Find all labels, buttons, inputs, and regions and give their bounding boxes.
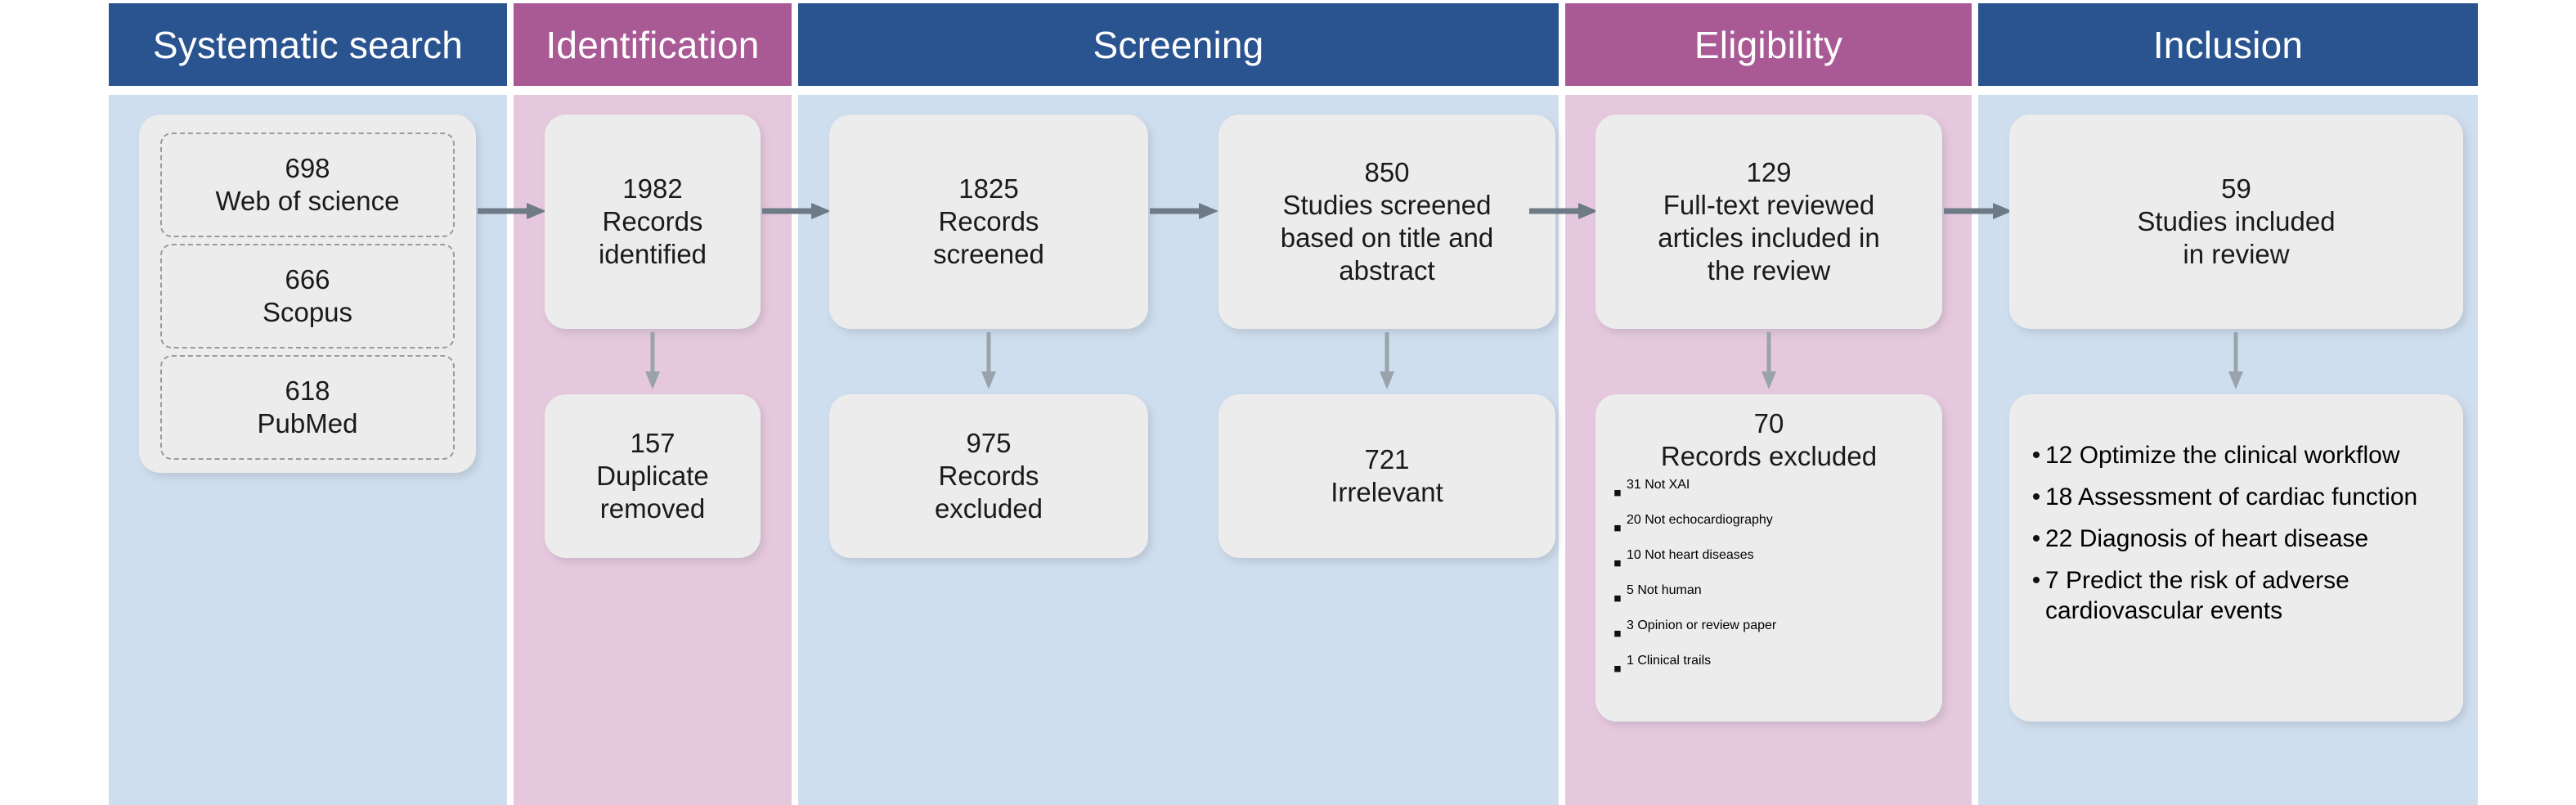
duplicate-removed-card: 157 Duplicate removed [545, 394, 761, 558]
list-item-label: 3 Opinion or review paper [1627, 618, 1777, 632]
bullet-icon: • [2031, 567, 2041, 594]
column-header-label: Screening [1093, 23, 1264, 66]
arrow-full-text-to-records-excluded [1758, 332, 1779, 389]
bullet-icon: ▪ [1613, 655, 1622, 682]
inclusion-categories-card: • 12 Optimize the clinical workflow • 18… [2009, 394, 2463, 722]
duplicate-removed-count: 157 [630, 428, 675, 458]
irrelevant-count: 721 [1364, 444, 1410, 474]
bullet-icon: • [2031, 442, 2041, 469]
source-name: Scopus [262, 297, 353, 327]
list-item-label: 18 Assessment of cardiac function [2045, 483, 2418, 510]
studies-screened-card: 850 Studies screened based on title and … [1218, 115, 1555, 329]
bullet-icon: ▪ [1613, 479, 1622, 506]
arrow-identification-to-screening [762, 200, 831, 222]
source-box-pubmed: 618 PubMed [160, 355, 455, 460]
column-header-label: Eligibility [1694, 23, 1843, 66]
arrow-included-to-categories [2225, 332, 2246, 389]
duplicate-removed-line2: removed [599, 493, 706, 524]
list-item-label: 5 Not human [1627, 583, 1702, 597]
arrow-studies-screened-to-irrelevant [1376, 332, 1398, 389]
list-item-label: 31 Not XAI [1627, 478, 1690, 492]
list-item: • 12 Optimize the clinical workflow [2027, 440, 2445, 470]
list-item-label: 12 Optimize the clinical workflow [2045, 442, 2400, 469]
source-box-scopus: 666 Scopus [160, 244, 455, 349]
duplicate-removed-line1: Duplicate [596, 461, 709, 491]
list-item-label: 20 Not echocardiography [1627, 513, 1773, 527]
bullet-icon: ▪ [1613, 515, 1622, 542]
eligibility-excluded-card: 70 Records excluded ▪ 31 Not XAI ▪ 20 No… [1595, 394, 1942, 722]
column-header-label: Inclusion [2152, 23, 2304, 66]
records-screened-count: 1825 [958, 173, 1019, 204]
records-screened-line1: Records [938, 206, 1039, 236]
irrelevant-line1: Irrelevant [1331, 477, 1443, 507]
column-header-screening: Screening [798, 3, 1559, 86]
records-identified-line2: identified [598, 239, 707, 269]
irrelevant-card: 721 Irrelevant [1218, 394, 1555, 558]
list-item-label: 1 Clinical trails [1627, 654, 1712, 668]
eligibility-excluded-list: 70 Records excluded ▪ 31 Not XAI ▪ 20 No… [1595, 407, 1942, 684]
studies-screened-line1: Studies screened [1282, 190, 1492, 220]
records-identified-count: 1982 [622, 173, 683, 204]
source-count: 666 [285, 264, 330, 295]
full-text-count: 129 [1746, 157, 1792, 187]
studies-screened-line3: abstract [1339, 255, 1435, 286]
full-text-line3: the review [1707, 255, 1831, 286]
eligibility-excluded-count: 70 [1753, 408, 1784, 438]
records-identified-line1: Records [602, 206, 703, 236]
records-screened-card: 1825 Records screened [829, 115, 1148, 329]
source-box-web-of-science: 698 Web of science [160, 133, 455, 237]
full-text-line2: articles included in [1658, 223, 1880, 253]
studies-included-line2: in review [2183, 239, 2290, 269]
records-excluded-line2: excluded [934, 493, 1043, 524]
inclusion-categories-list: • 12 Optimize the clinical workflow • 18… [2009, 429, 2463, 626]
bullet-icon: • [2031, 525, 2041, 552]
column-header-identification: Identification [514, 3, 792, 86]
arrow-search-to-identification [478, 200, 546, 222]
list-item-label: 10 Not heart diseases [1627, 548, 1754, 562]
studies-included-card: 59 Studies included in review [2009, 115, 2463, 329]
full-text-line1: Full-text reviewed [1663, 190, 1875, 220]
source-count: 618 [285, 376, 330, 406]
column-header-systematic-search: Systematic search [109, 3, 507, 86]
sources-card: 698 Web of science 666 Scopus 618 PubMed [139, 115, 476, 473]
records-excluded-count: 975 [966, 428, 1012, 458]
arrow-identified-to-duplicate [642, 332, 663, 389]
arrow-screened-to-excluded [978, 332, 999, 389]
arrow-eligibility-to-inclusion [1944, 200, 2013, 222]
list-item: ▪ 20 Not echocardiography [1609, 513, 1929, 543]
bullet-icon: ▪ [1613, 585, 1622, 612]
records-identified-card: 1982 Records identified [545, 115, 761, 329]
bullet-icon: ▪ [1613, 620, 1622, 647]
list-item: • 18 Assessment of cardiac function [2027, 482, 2445, 512]
studies-included-count: 59 [2221, 173, 2251, 204]
column-header-label: Identification [545, 23, 760, 66]
records-excluded-card: 975 Records excluded [829, 394, 1148, 558]
column-header-inclusion: Inclusion [1978, 3, 2478, 86]
records-excluded-line1: Records [938, 461, 1039, 491]
column-header-eligibility: Eligibility [1565, 3, 1972, 86]
list-item: • 22 Diagnosis of heart disease [2027, 524, 2445, 554]
source-name: PubMed [257, 408, 358, 438]
list-item-label: 7 Predict the risk of adverse cardiovasc… [2045, 567, 2349, 624]
list-item: ▪ 31 Not XAI [1609, 478, 1929, 508]
list-item: • 7 Predict the risk of adverse cardiova… [2027, 565, 2445, 626]
source-count: 698 [285, 153, 330, 183]
full-text-reviewed-card: 129 Full-text reviewed articles included… [1595, 115, 1942, 329]
bullet-icon: ▪ [1613, 550, 1622, 577]
studies-screened-count: 850 [1364, 157, 1410, 187]
records-screened-line2: screened [933, 239, 1044, 269]
list-item: ▪ 1 Clinical trails [1609, 654, 1929, 684]
bullet-icon: • [2031, 483, 2041, 510]
list-item: ▪ 3 Opinion or review paper [1609, 618, 1929, 649]
eligibility-excluded-subtitle: Records excluded [1660, 441, 1878, 471]
source-name: Web of science [215, 186, 400, 216]
list-item: ▪ 5 Not human [1609, 583, 1929, 614]
arrow-screened-to-studies-screened [1150, 200, 1218, 222]
column-header-label: Systematic search [152, 23, 464, 66]
studies-included-line1: Studies included [2137, 206, 2336, 236]
studies-screened-line2: based on title and [1280, 223, 1494, 253]
list-item: ▪ 10 Not heart diseases [1609, 548, 1929, 578]
list-item-label: 22 Diagnosis of heart disease [2045, 525, 2369, 552]
arrow-screening-to-eligibility [1529, 200, 1598, 222]
